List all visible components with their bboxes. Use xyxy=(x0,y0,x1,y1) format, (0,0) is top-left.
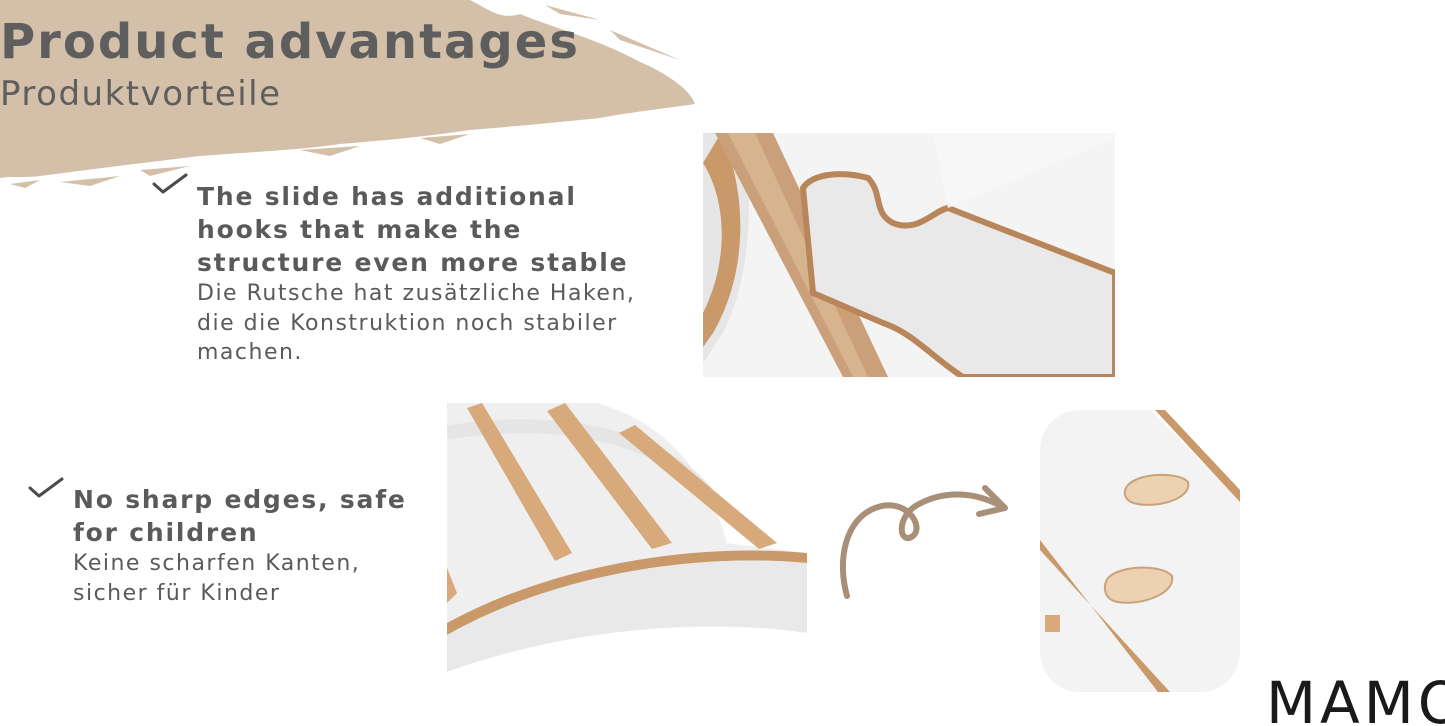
product-photo-hooks xyxy=(703,133,1115,377)
feature-title: No sharp edges, safe for children xyxy=(73,485,407,547)
page-subtitle: Produktvorteile xyxy=(0,74,282,114)
curly-arrow-icon xyxy=(839,485,1008,599)
product-photo-hook-closeup xyxy=(1040,410,1240,692)
feature-hooks: The slide has additional hooks that make… xyxy=(197,180,647,368)
logo-text: MAMOI xyxy=(1266,669,1445,726)
page-title: Product advantages xyxy=(0,14,580,70)
brush-stroke-decoration xyxy=(0,0,695,188)
feature-title: The slide has additional hooks that make… xyxy=(197,182,629,277)
feature-safe-edges: No sharp edges, safe for children Keine … xyxy=(73,483,423,608)
feature-description: Keine scharfen Kanten, sicher für Kinder xyxy=(73,551,361,606)
brand-logo: MAMOI xyxy=(1262,666,1445,726)
checkmark-icon xyxy=(152,173,188,194)
product-photo-rungs xyxy=(447,403,807,672)
feature-description: Die Rutsche hat zusätzliche Haken, die d… xyxy=(197,281,636,365)
checkmark-icon xyxy=(28,477,64,498)
